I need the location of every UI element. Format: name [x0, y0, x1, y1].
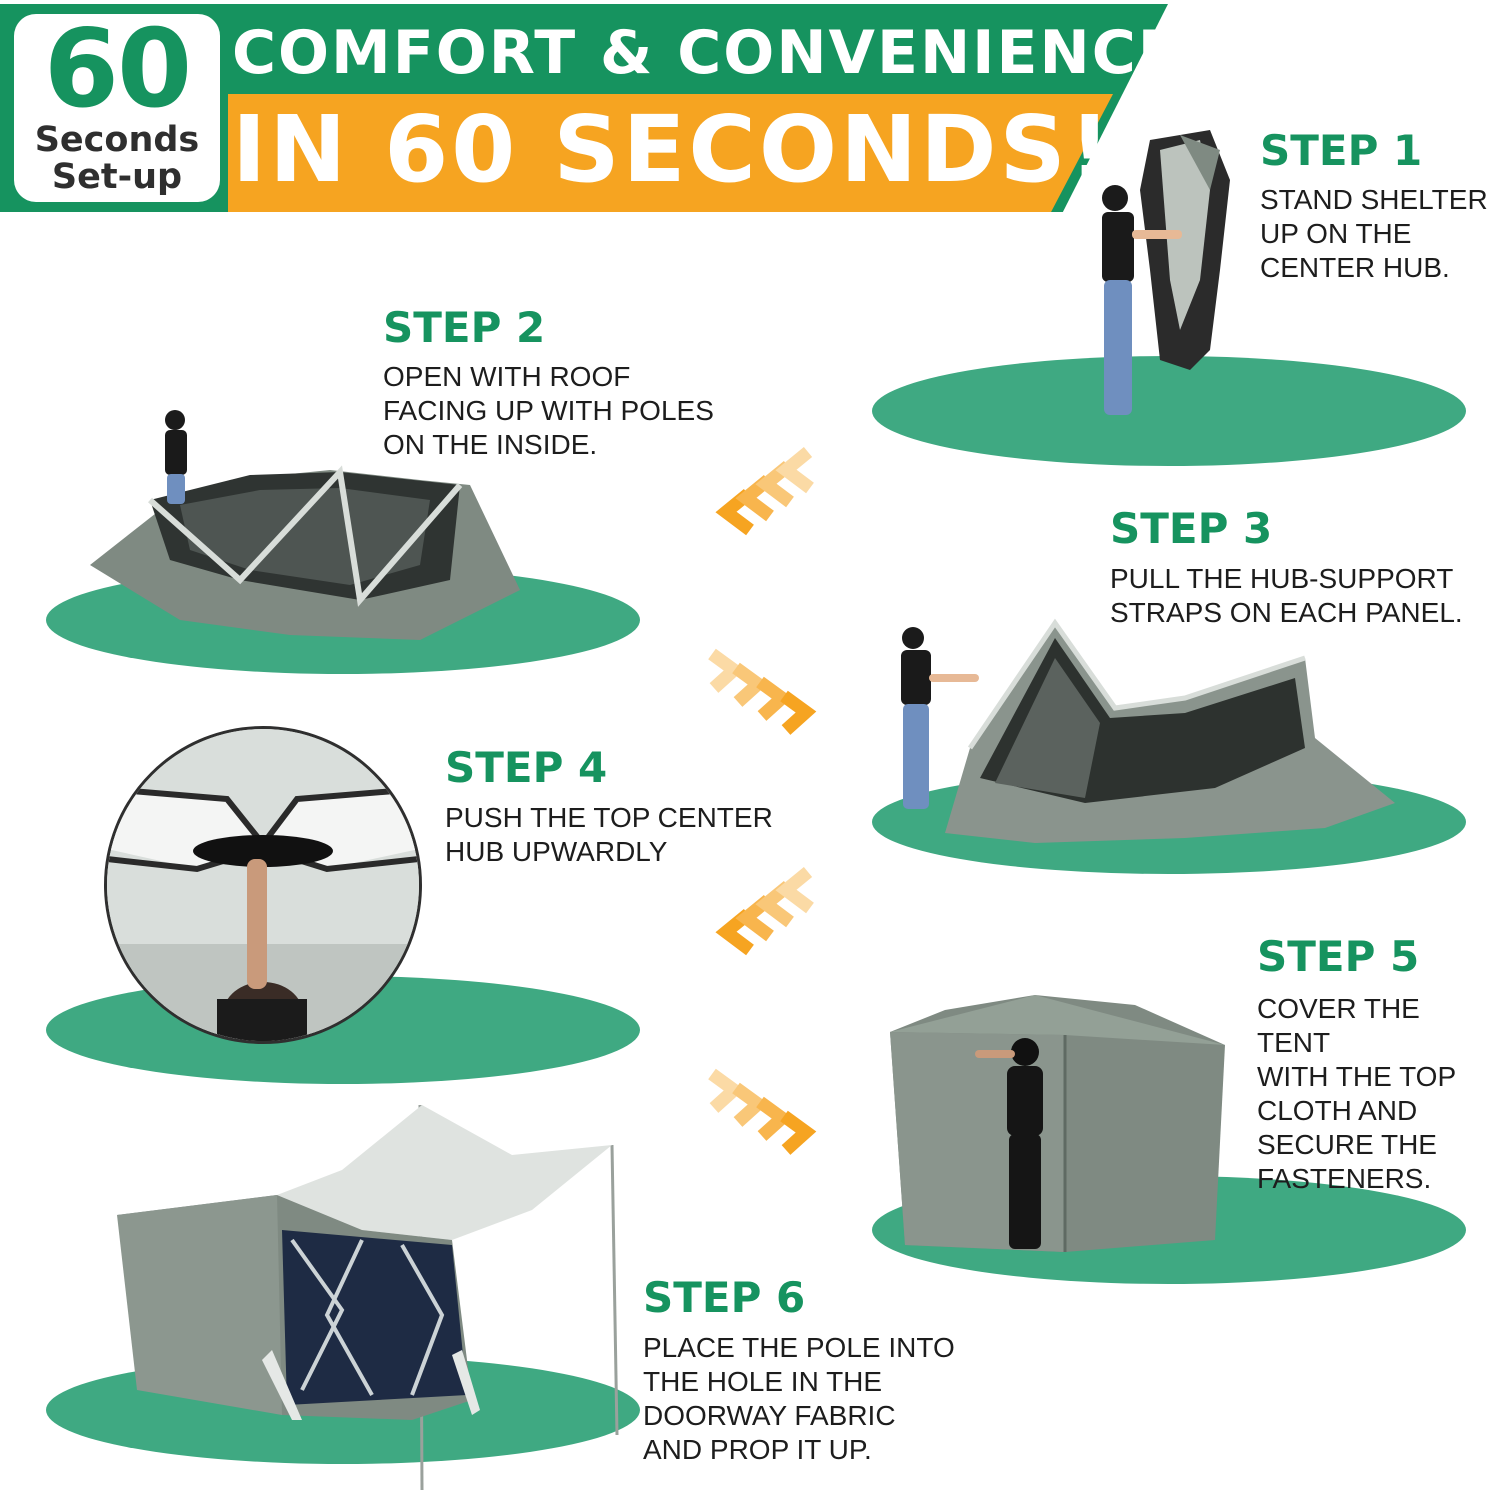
step-4-desc: PUSH THE TOP CENTER HUB UPWARDLY	[445, 802, 773, 867]
step-4-title: STEP 4	[445, 743, 608, 792]
step-1-title: STEP 1	[1260, 126, 1423, 175]
chevron-right-arrows-icon-2	[708, 1068, 817, 1155]
headline-line-2: IN 60 SECONDS!	[232, 96, 1114, 203]
step-1-desc: STAND SHELTER UP ON THE CENTER HUB.	[1260, 184, 1488, 283]
step-2-illustration	[90, 410, 520, 640]
badge-label: Seconds Set-up	[34, 120, 200, 197]
step-6-illustration	[117, 1104, 619, 1491]
step-3-desc: PULL THE HUB-SUPPORT STRAPS ON EACH PANE…	[1110, 563, 1463, 628]
headline-line-1: COMFORT & CONVENIENCE	[232, 18, 1181, 88]
chevron-left-arrows-icon	[715, 446, 814, 536]
header-banner-orange	[228, 94, 1113, 212]
step-2-title: STEP 2	[383, 303, 546, 352]
chevron-right-arrows-icon	[708, 648, 817, 735]
step-4-closeup-image	[104, 726, 422, 1044]
setup-time-badge: 60 Seconds Set-up	[14, 14, 220, 202]
step-6-title: STEP 6	[643, 1273, 806, 1322]
step-5-title: STEP 5	[1257, 932, 1420, 981]
step-5-desc: COVER THE TENT WITH THE TOP CLOTH AND SE…	[1257, 993, 1457, 1194]
step-3-title: STEP 3	[1110, 504, 1273, 553]
badge-number: 60	[43, 7, 192, 132]
ground-step-1	[872, 356, 1466, 466]
chevron-left-arrows-icon-2	[715, 866, 814, 956]
step-5-illustration	[890, 995, 1225, 1252]
step-1-illustration	[1102, 130, 1230, 415]
step-2-desc: OPEN WITH ROOF FACING UP WITH POLES ON T…	[383, 361, 714, 460]
step-3-illustration	[901, 618, 1395, 843]
step-6-desc: PLACE THE POLE INTO THE HOLE IN THE DOOR…	[643, 1332, 955, 1465]
